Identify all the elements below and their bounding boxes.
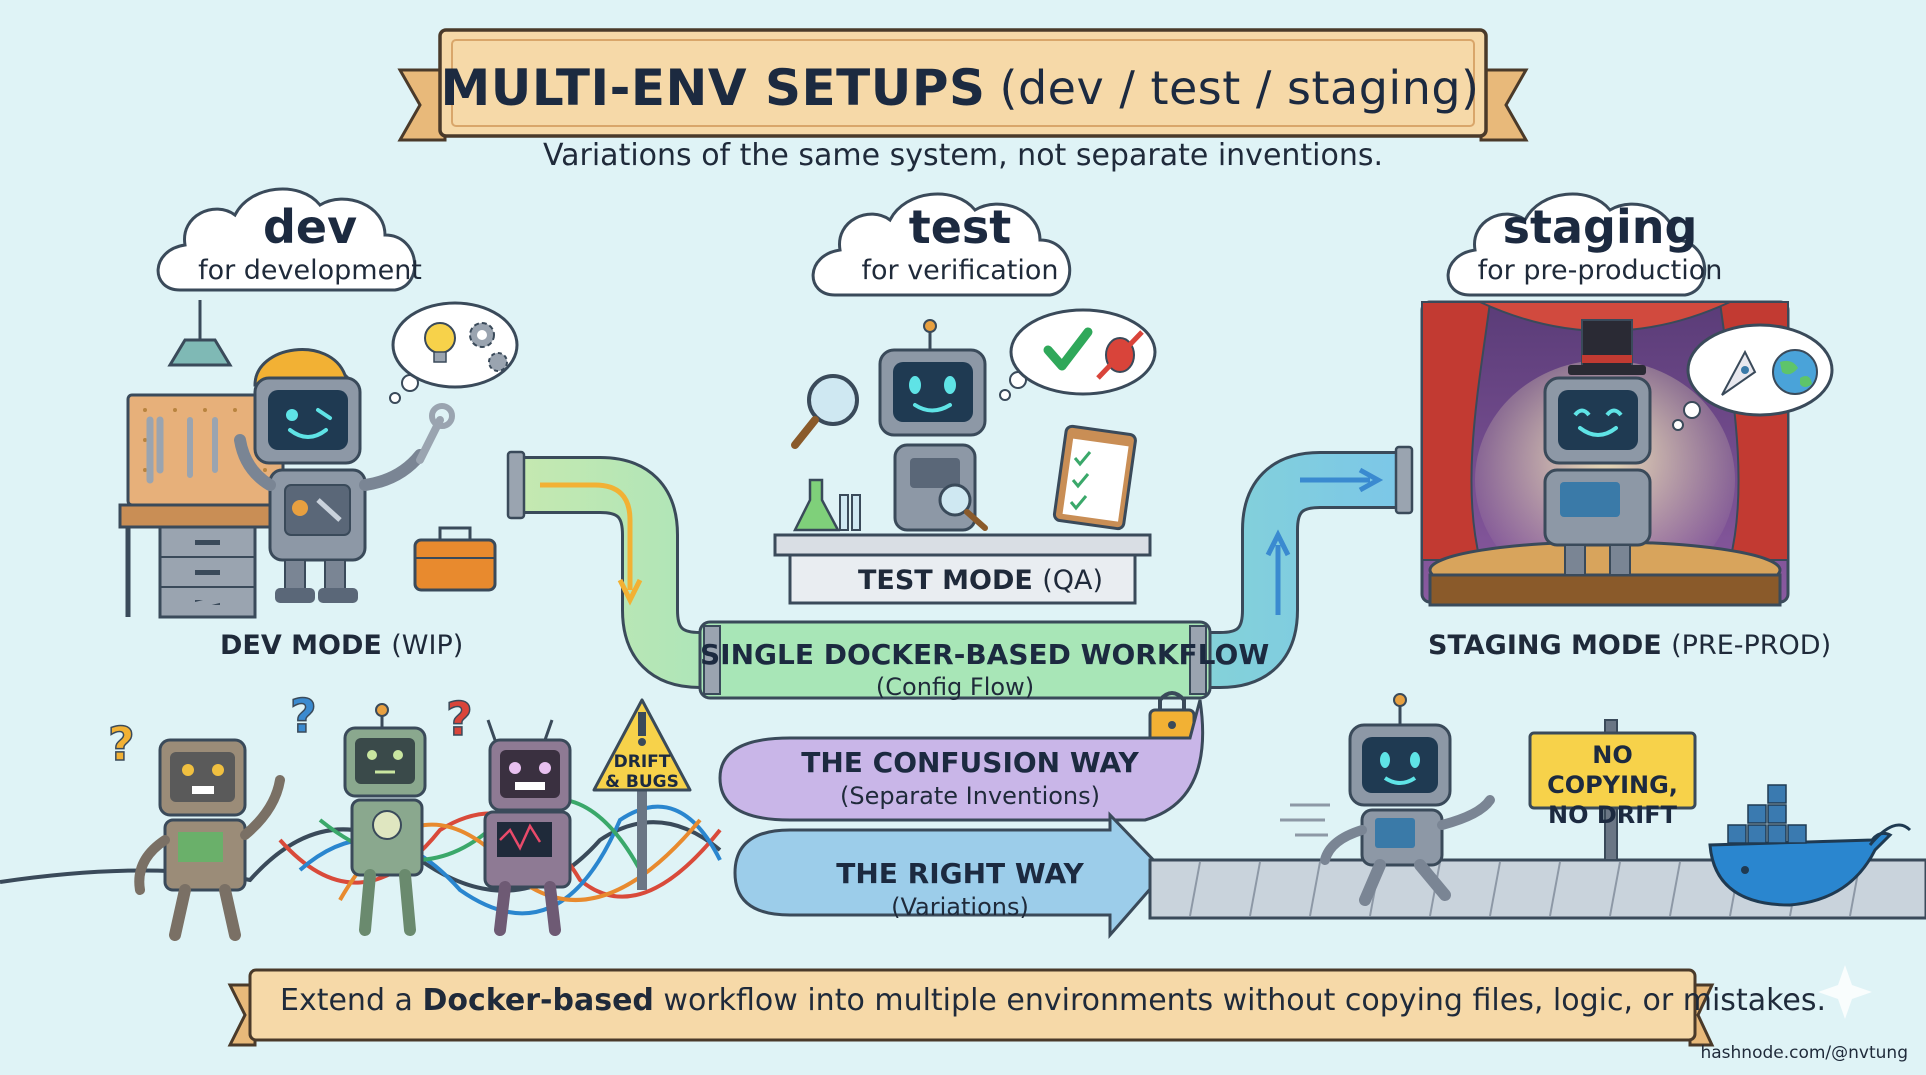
footer-before: Extend a bbox=[280, 983, 423, 1018]
bug-icon bbox=[1096, 330, 1144, 380]
test-thought-bubble bbox=[999, 308, 1157, 401]
right-way-title: THE RIGHT WAY bbox=[836, 857, 1084, 890]
env-test-name: test bbox=[908, 200, 1012, 254]
env-dev-name: dev bbox=[262, 200, 358, 254]
confused-robot-1 bbox=[134, 738, 285, 941]
dev-mode-label: DEV MODE (WIP) bbox=[220, 630, 463, 661]
right-way-arrow bbox=[733, 811, 1168, 939]
globe-icon bbox=[1772, 349, 1818, 395]
staging-mode-name: STAGING MODE bbox=[1428, 630, 1662, 661]
page-title: MULTI-ENV SETUPS (dev / test / staging) bbox=[440, 40, 1480, 136]
credit-link[interactable]: hashnode.com/@nvtung bbox=[1700, 1043, 1908, 1063]
docker-whale-icon bbox=[1708, 784, 1912, 907]
drift-bugs-line2: & BUGS bbox=[605, 772, 679, 792]
page-title-qualifier: (dev / test / staging) bbox=[999, 61, 1480, 115]
gear-icon bbox=[469, 322, 508, 372]
env-dev-purpose: for development bbox=[198, 255, 422, 286]
test-mode-label: TEST MODE (QA) bbox=[858, 565, 1103, 596]
footer-scroll bbox=[227, 968, 1715, 1047]
dev-robot bbox=[234, 348, 426, 603]
drift-bugs-sign: DRIFT & BUGS bbox=[602, 752, 682, 792]
no-copy-line2: NO DRIFT bbox=[1548, 801, 1677, 829]
page-subtitle: Variations of the same system, not separ… bbox=[542, 138, 1384, 173]
toolbox-icon bbox=[413, 526, 497, 592]
svg-text:?: ? bbox=[108, 717, 135, 771]
flask-icon bbox=[792, 478, 861, 532]
title-banner bbox=[397, 28, 1529, 142]
staging-mode-label: STAGING MODE (PRE-PROD) bbox=[1428, 630, 1831, 661]
dev-mode-note: (WIP) bbox=[391, 630, 464, 661]
test-mode-name: TEST MODE bbox=[858, 565, 1033, 596]
magnifier-icon bbox=[791, 374, 988, 531]
page-title-main: MULTI-ENV SETUPS bbox=[440, 59, 986, 117]
env-staging-purpose: for pre-production bbox=[1477, 255, 1723, 286]
confusion-way-band bbox=[718, 699, 1205, 822]
no-copy-signpost bbox=[1528, 719, 1697, 861]
warning-icon bbox=[592, 698, 692, 890]
dev-mode-name: DEV MODE bbox=[220, 630, 382, 661]
test-robot bbox=[878, 319, 987, 532]
lightbulb-icon bbox=[424, 322, 456, 363]
cloud-test bbox=[811, 192, 1072, 297]
workflow-pipe bbox=[506, 445, 1414, 700]
confused-robot-2 bbox=[343, 703, 427, 936]
running-robot bbox=[1280, 693, 1495, 906]
confusion-way-subtitle: (Separate Inventions) bbox=[840, 782, 1100, 810]
cloud-staging bbox=[1446, 192, 1707, 297]
staging-mode-note: (PRE-PROD) bbox=[1671, 630, 1832, 661]
confused-robot-3 bbox=[483, 719, 572, 936]
cloud-dev bbox=[156, 187, 417, 292]
dev-workbench bbox=[118, 300, 292, 619]
workflow-title: SINGLE DOCKER-BASED WORKFLOW bbox=[700, 638, 1270, 671]
env-staging-name: staging bbox=[1502, 200, 1698, 254]
no-copy-sign: NO COPYING, NO DRIFT bbox=[1530, 740, 1695, 830]
workflow-subtitle: (Config Flow) bbox=[875, 673, 1035, 701]
footer-caption: Extend a Docker-based workflow into mult… bbox=[280, 983, 1826, 1018]
wrench-icon bbox=[166, 403, 455, 616]
test-mode-note: (QA) bbox=[1042, 565, 1104, 596]
staging-robot bbox=[1543, 319, 1652, 576]
no-copy-line1: NO COPYING, bbox=[1547, 741, 1678, 799]
drift-bugs-line1: DRIFT bbox=[613, 752, 671, 772]
question-mark-icon: ? ? ? bbox=[107, 688, 473, 772]
top-hat-icon bbox=[1568, 319, 1646, 375]
footer-bold: Docker-based bbox=[422, 983, 654, 1018]
rocket-icon bbox=[1721, 349, 1757, 396]
confusion-way-title: THE CONFUSION WAY bbox=[801, 746, 1139, 779]
checkmark-icon bbox=[1043, 327, 1093, 371]
test-desk bbox=[773, 533, 1152, 605]
svg-text:?: ? bbox=[290, 689, 317, 743]
svg-text:?: ? bbox=[446, 692, 473, 746]
env-test-purpose: for verification bbox=[861, 255, 1059, 286]
footer-after: workflow into multiple environments with… bbox=[653, 983, 1827, 1018]
sparkle-icon bbox=[1818, 965, 1872, 1019]
right-way-subtitle: (Variations) bbox=[891, 893, 1029, 921]
clipboard-icon bbox=[1052, 424, 1137, 531]
